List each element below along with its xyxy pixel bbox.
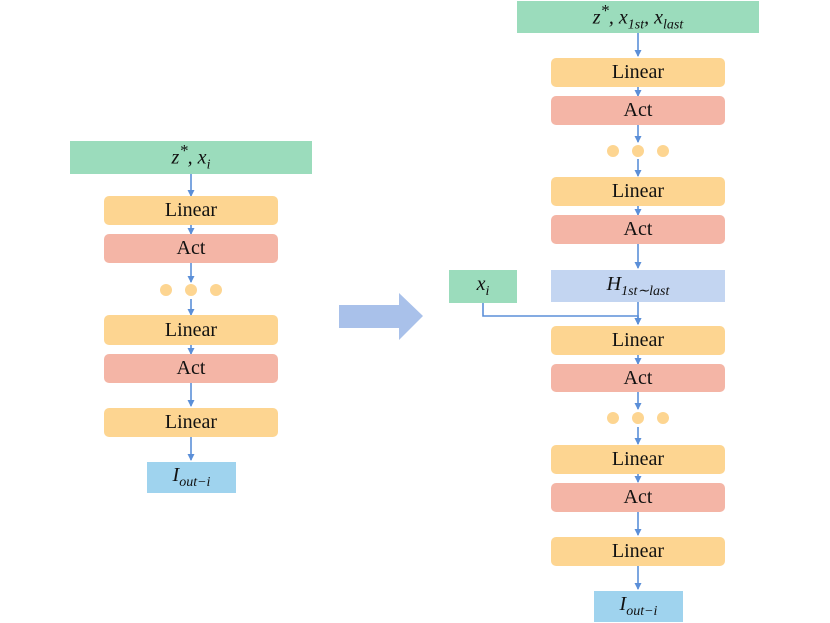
right-side-input-label: xi [476, 273, 490, 299]
right-input-label: z*, x1st, xlast [592, 0, 684, 33]
dot [657, 145, 669, 157]
right-input-box: z*, x1st, xlast [517, 1, 759, 33]
dot [607, 412, 619, 424]
dot [657, 412, 669, 424]
dot [185, 284, 197, 296]
right-act-4: Act [551, 483, 725, 512]
right-linear-2: Linear [551, 177, 725, 206]
left-linear-3: Linear [104, 408, 278, 437]
left-input-box: z*, xi [70, 141, 312, 174]
right-linear-4: Linear [551, 445, 725, 474]
right-hidden-box: H1st∼last [551, 270, 725, 302]
right-output-label: Iout−i [619, 593, 658, 619]
arrow-right-xi-to-linear [482, 303, 642, 325]
dot [632, 412, 644, 424]
right-output-box: Iout−i [594, 591, 683, 622]
right-side-input-box: xi [449, 270, 517, 303]
left-linear-1: Linear [104, 196, 278, 225]
left-linear-2: Linear [104, 315, 278, 345]
right-arrows [482, 33, 642, 590]
right-dots-bottom [607, 412, 669, 424]
left-input-label: z*, xi [171, 141, 211, 173]
transition-arrow-icon [339, 293, 423, 340]
left-output-label: Iout−i [172, 464, 211, 490]
right-hidden-label: H1st∼last [606, 272, 670, 299]
left-act-1: Act [104, 234, 278, 263]
dot [160, 284, 172, 296]
right-act-1: Act [551, 96, 725, 125]
right-linear-3: Linear [551, 326, 725, 355]
left-act-2: Act [104, 354, 278, 383]
dot [607, 145, 619, 157]
right-dots-top [607, 145, 669, 157]
right-act-2: Act [551, 215, 725, 244]
right-act-3: Act [551, 364, 725, 392]
right-linear-1: Linear [551, 58, 725, 87]
dot [210, 284, 222, 296]
left-dots [160, 284, 222, 296]
right-linear-5: Linear [551, 537, 725, 566]
left-output-box: Iout−i [147, 462, 236, 493]
dot [632, 145, 644, 157]
